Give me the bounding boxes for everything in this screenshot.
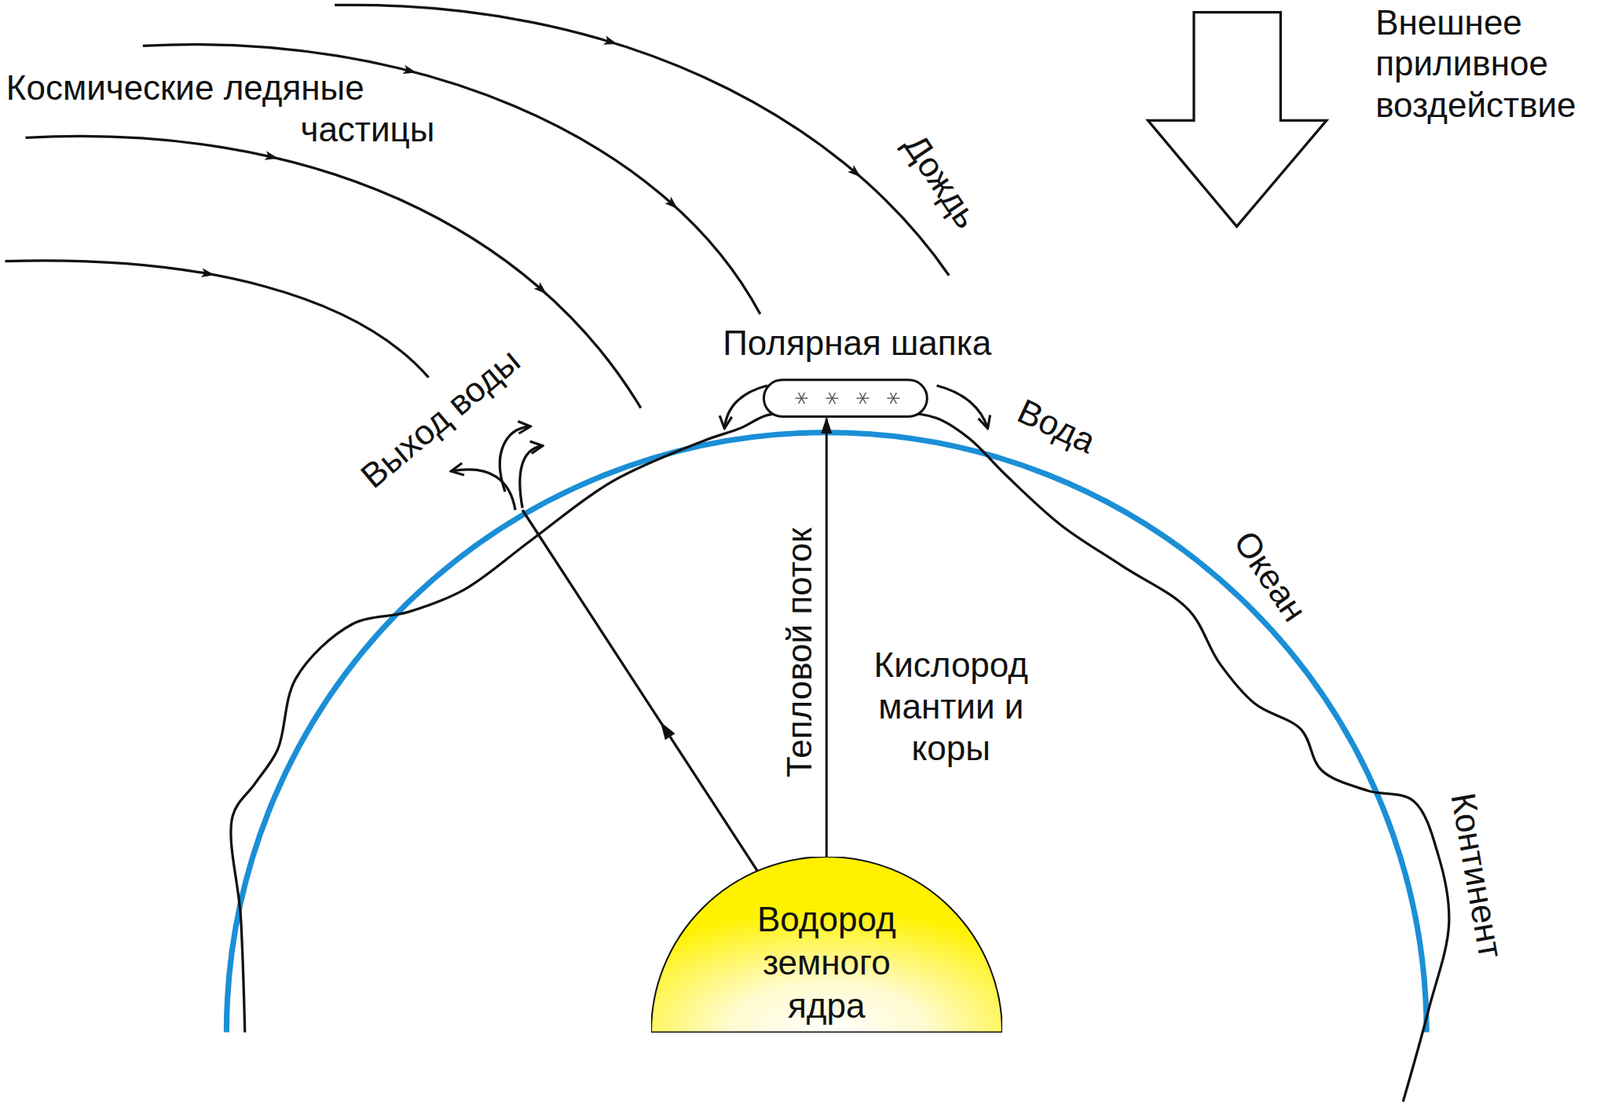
trajectory-arrowhead: [847, 164, 864, 181]
polar-cap: Полярная шапка: [687, 322, 1027, 419]
trajectory-arrowhead: [201, 267, 217, 279]
diagram-label: Выход воды: [352, 340, 529, 498]
diagram-label: Кислород мантии и коры: [868, 644, 1034, 769]
label-text: Кислород мантии и коры: [874, 645, 1029, 768]
ice-particle-trajectory: [25, 135, 641, 408]
earth-core: Водород земного ядра: [651, 856, 1003, 1033]
water-outflow-arrow: [519, 446, 543, 509]
diagram-label: Космические ледяные частицы: [6, 67, 436, 151]
hydrogen-flow-arrow: [522, 509, 666, 729]
water-outflow-arrow: [499, 426, 531, 492]
diagram-label: Внешнее приливное воздействие: [1375, 2, 1592, 127]
label-text: Внешнее приливное воздействие: [1375, 3, 1576, 125]
edge-label: Тепловой поток: [779, 527, 821, 778]
snowflake-symbol: [856, 392, 870, 404]
ice-cap-outline: [764, 379, 928, 417]
heat-flow-arrow: [825, 418, 828, 858]
core-label: Водород земного ядра: [732, 856, 921, 1028]
meltwater-arrow: [937, 385, 989, 429]
trajectory-arrowhead: [402, 65, 418, 78]
ice-particle-trajectory: [4, 260, 429, 378]
trajectory-arrowhead: [533, 281, 550, 298]
snowflake-symbol: [826, 392, 839, 404]
diagram-label: Океан: [1225, 523, 1316, 630]
cap-heading: Полярная шапка: [687, 322, 1027, 365]
trajectory-arrowhead: [264, 150, 280, 163]
diagram-label: Дождь: [894, 127, 988, 237]
edge-label-text: Тепловой поток: [779, 527, 819, 778]
snowflake-symbol: [795, 392, 809, 404]
trajectory-arrowhead: [603, 36, 619, 49]
label-text: Океан: [1226, 523, 1315, 629]
label-text: Континент: [1443, 790, 1511, 962]
snowflake-symbol: [887, 392, 901, 404]
diagram-label: Вода: [1010, 390, 1103, 462]
label-text: Дождь: [896, 127, 987, 235]
trajectory-arrowhead: [664, 196, 681, 213]
continent-outline: [230, 410, 1450, 1103]
meltwater-arrow: [724, 385, 768, 429]
tidal-force-arrow: [1147, 12, 1326, 228]
label-text: Вода: [1011, 391, 1102, 461]
core-semicircle: [651, 856, 1003, 1033]
diagram-label: Континент: [1441, 789, 1512, 961]
hydrogen-flow-arrow: [665, 729, 761, 876]
label-text: Космические ледяные частицы: [6, 68, 436, 149]
